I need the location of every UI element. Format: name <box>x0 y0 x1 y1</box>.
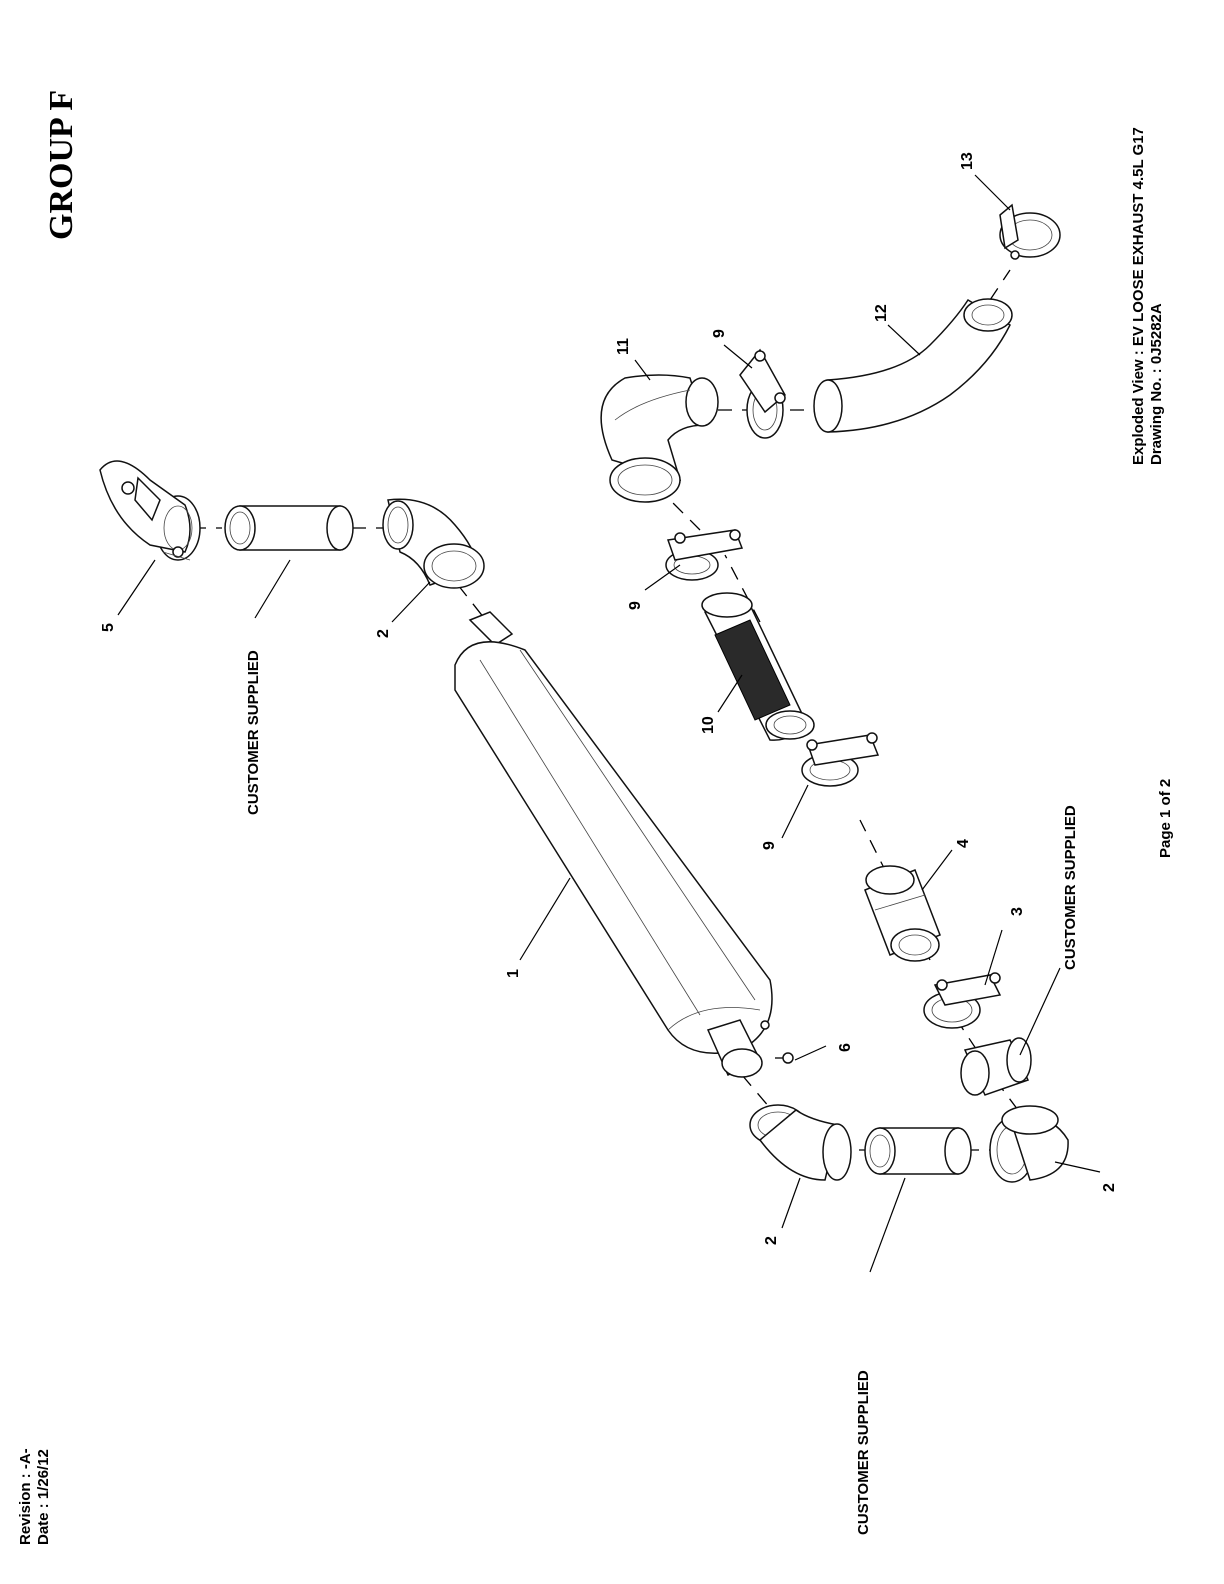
elbow-part-11 <box>601 375 718 502</box>
callout-5: 5 <box>100 623 117 632</box>
callout-10: 10 <box>700 716 717 734</box>
plug-part-6 <box>783 1053 793 1063</box>
clamp-part-9-middle <box>802 733 878 786</box>
flex-bellows-part-10 <box>702 593 814 740</box>
callout-9-middle: 9 <box>761 841 778 850</box>
customer-supplied-tube-bottom <box>865 1128 971 1174</box>
muffler-part-1 <box>455 612 772 1077</box>
callout-4: 4 <box>955 839 972 848</box>
customer-supplied-note-bottom: CUSTOMER SUPPLIED <box>855 1370 872 1535</box>
clamp-part-3 <box>924 973 1000 1028</box>
elbow-part-2-lower-right <box>990 1106 1068 1182</box>
callout-9-upper: 9 <box>627 601 644 610</box>
group-title: GROUP F <box>43 90 80 240</box>
callout-1: 1 <box>505 969 522 978</box>
callout-3: 3 <box>1009 907 1026 916</box>
customer-supplied-note-right: CUSTOMER SUPPLIED <box>1062 805 1079 970</box>
page-number: Page 1 of 2 <box>1157 779 1174 858</box>
customer-supplied-tube-top <box>225 506 353 550</box>
callout-9-right: 9 <box>711 329 728 338</box>
callout-12: 12 <box>873 304 890 322</box>
callout-11: 11 <box>615 338 632 355</box>
customer-supplied-note-top: CUSTOMER SUPPLIED <box>245 650 262 815</box>
callout-2-lower-left: 2 <box>763 1236 780 1245</box>
drawing-number: Drawing No. : 0J5282A <box>1148 303 1165 465</box>
v-band-clamp-part-13 <box>1000 205 1060 259</box>
elbow-part-12 <box>814 299 1012 432</box>
drawing-view-title: Exploded View : EV LOOSE EXHAUST 4.5L G1… <box>1130 127 1147 465</box>
elbow-part-2-top <box>383 499 484 588</box>
elbow-part-2-lower-left <box>750 1105 851 1180</box>
callout-6: 6 <box>837 1043 854 1052</box>
date-label: Date : 1/26/12 <box>35 1449 52 1545</box>
rain-cap-part-5 <box>100 461 200 560</box>
callout-13: 13 <box>959 152 976 170</box>
clamp-part-9-upper <box>666 530 742 580</box>
revision-label: Revision : -A- <box>17 1448 34 1545</box>
customer-supplied-coupler-right <box>961 1038 1031 1095</box>
callout-2-top: 2 <box>375 629 392 638</box>
callout-2-lower-right: 2 <box>1101 1183 1118 1192</box>
